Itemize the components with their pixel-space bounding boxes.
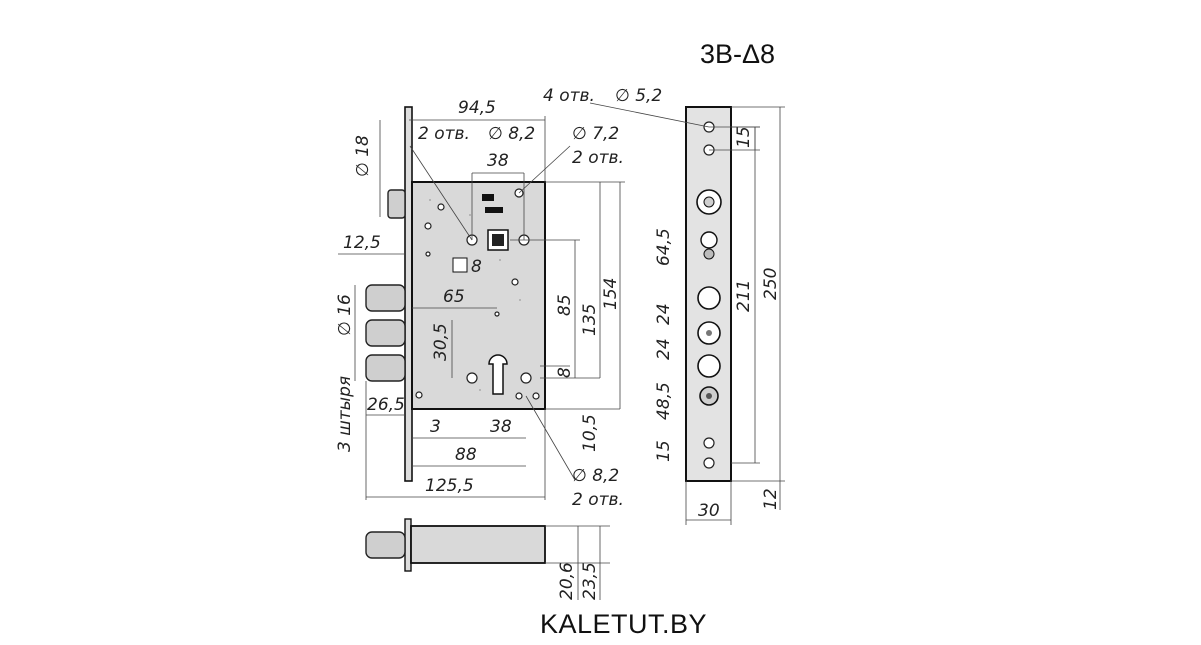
- dim-side-48-5: 48,5: [654, 382, 674, 420]
- top-slot: [482, 194, 494, 201]
- label-holes-2-a: 2 отв.: [418, 124, 470, 144]
- lock-body: [411, 181, 546, 410]
- dim-8-right: 8: [555, 367, 575, 378]
- dim-135: 135: [580, 304, 600, 336]
- dim-side-15-bottom: 15: [654, 440, 674, 462]
- dim-38-top: 38: [487, 151, 509, 171]
- cyl-hole-left: [466, 372, 478, 384]
- bolt-pin-1: [365, 284, 406, 312]
- dim-side-30: 30: [698, 501, 720, 521]
- dim-154: 154: [601, 278, 621, 310]
- bolt-pin-3: [365, 354, 406, 382]
- label-diam-5-2: ∅ 5,2: [615, 86, 662, 106]
- dim-diam-16: ∅ 16: [335, 294, 355, 336]
- dim-12-5: 12,5: [343, 233, 381, 253]
- dim-side-12: 12: [761, 488, 781, 510]
- cyl-hole-right: [520, 372, 532, 384]
- deadbolt-core: [703, 196, 715, 208]
- dim-88: 88: [455, 445, 477, 465]
- label-diam-8-2-b: ∅ 8,2: [572, 466, 619, 486]
- dim-38-bottom: 38: [490, 417, 512, 437]
- bottom-pin: [365, 531, 406, 559]
- latch-slot: [485, 207, 503, 213]
- side-view: 4 отв. ∅ 5,2 15 64,5 24 24 48,5 15 211 2…: [543, 86, 785, 525]
- small-hole: [532, 392, 540, 400]
- dim-diam-18: ∅ 18: [353, 135, 373, 177]
- label-diam-8-2-a: ∅ 8,2: [488, 124, 535, 144]
- small-hole: [425, 251, 431, 257]
- label-3-pins: 3 штыря: [335, 376, 355, 452]
- small-hole: [515, 392, 523, 400]
- latch-detail: [703, 248, 715, 260]
- small-square: [452, 257, 468, 273]
- front-view: 94,5 2 отв. ∅ 8,2 ∅ 7,2 2 отв. 38 ∅ 18 1…: [335, 98, 625, 510]
- label-holes-2-c: 2 отв.: [572, 490, 624, 510]
- dim-side-24-a: 24: [654, 303, 674, 325]
- bottom-body: [410, 525, 546, 564]
- dim-94-5: 94,5: [458, 98, 496, 118]
- pin-hole-3: [697, 354, 721, 378]
- front-dimension-lines: [338, 116, 625, 500]
- dim-85: 85: [555, 294, 575, 316]
- bottom-view: 20,6 23,5: [365, 518, 610, 600]
- small-hole: [511, 278, 519, 286]
- bolt-pin-2: [365, 319, 406, 347]
- dim-125-5: 125,5: [425, 476, 474, 496]
- pin-hole-1: [697, 286, 721, 310]
- dim-side-211: 211: [734, 280, 754, 312]
- small-hole: [437, 203, 445, 211]
- dim-side-24-b: 24: [654, 338, 674, 360]
- dim-3: 3: [430, 417, 441, 437]
- dim-20-6: 20,6: [557, 562, 577, 600]
- model-title: 3В-Δ8: [700, 39, 775, 69]
- label-holes-2-b: 2 отв.: [572, 148, 624, 168]
- label-4-holes: 4 отв.: [543, 86, 595, 106]
- dim-side-250: 250: [761, 268, 781, 300]
- screw-hole-3: [703, 437, 715, 449]
- dim-side-64-5: 64,5: [654, 228, 674, 266]
- cylinder-cutout: [488, 354, 508, 395]
- small-hole: [415, 391, 423, 399]
- pin-hole-4-core: [706, 393, 712, 399]
- label-diam-7-2: ∅ 7,2: [572, 124, 619, 144]
- dim-square-8: 8: [471, 257, 482, 277]
- brand-caption: KALETUT.BY: [540, 609, 707, 639]
- dim-23-5: 23,5: [580, 562, 600, 600]
- small-hole: [494, 311, 500, 317]
- small-hole: [424, 222, 432, 230]
- latch-hole: [700, 231, 718, 249]
- dead-bolt: [387, 189, 406, 219]
- spindle-core: [492, 234, 504, 246]
- dim-65: 65: [443, 287, 465, 307]
- dim-10-5: 10,5: [580, 414, 600, 452]
- dim-30-5: 30,5: [431, 323, 451, 361]
- dim-26-5: 26,5: [367, 395, 405, 415]
- faceplate: [404, 106, 413, 482]
- pin-hole-2-core: [706, 330, 712, 336]
- dim-side-15-top: 15: [734, 126, 754, 148]
- screw-hole-4: [703, 457, 715, 469]
